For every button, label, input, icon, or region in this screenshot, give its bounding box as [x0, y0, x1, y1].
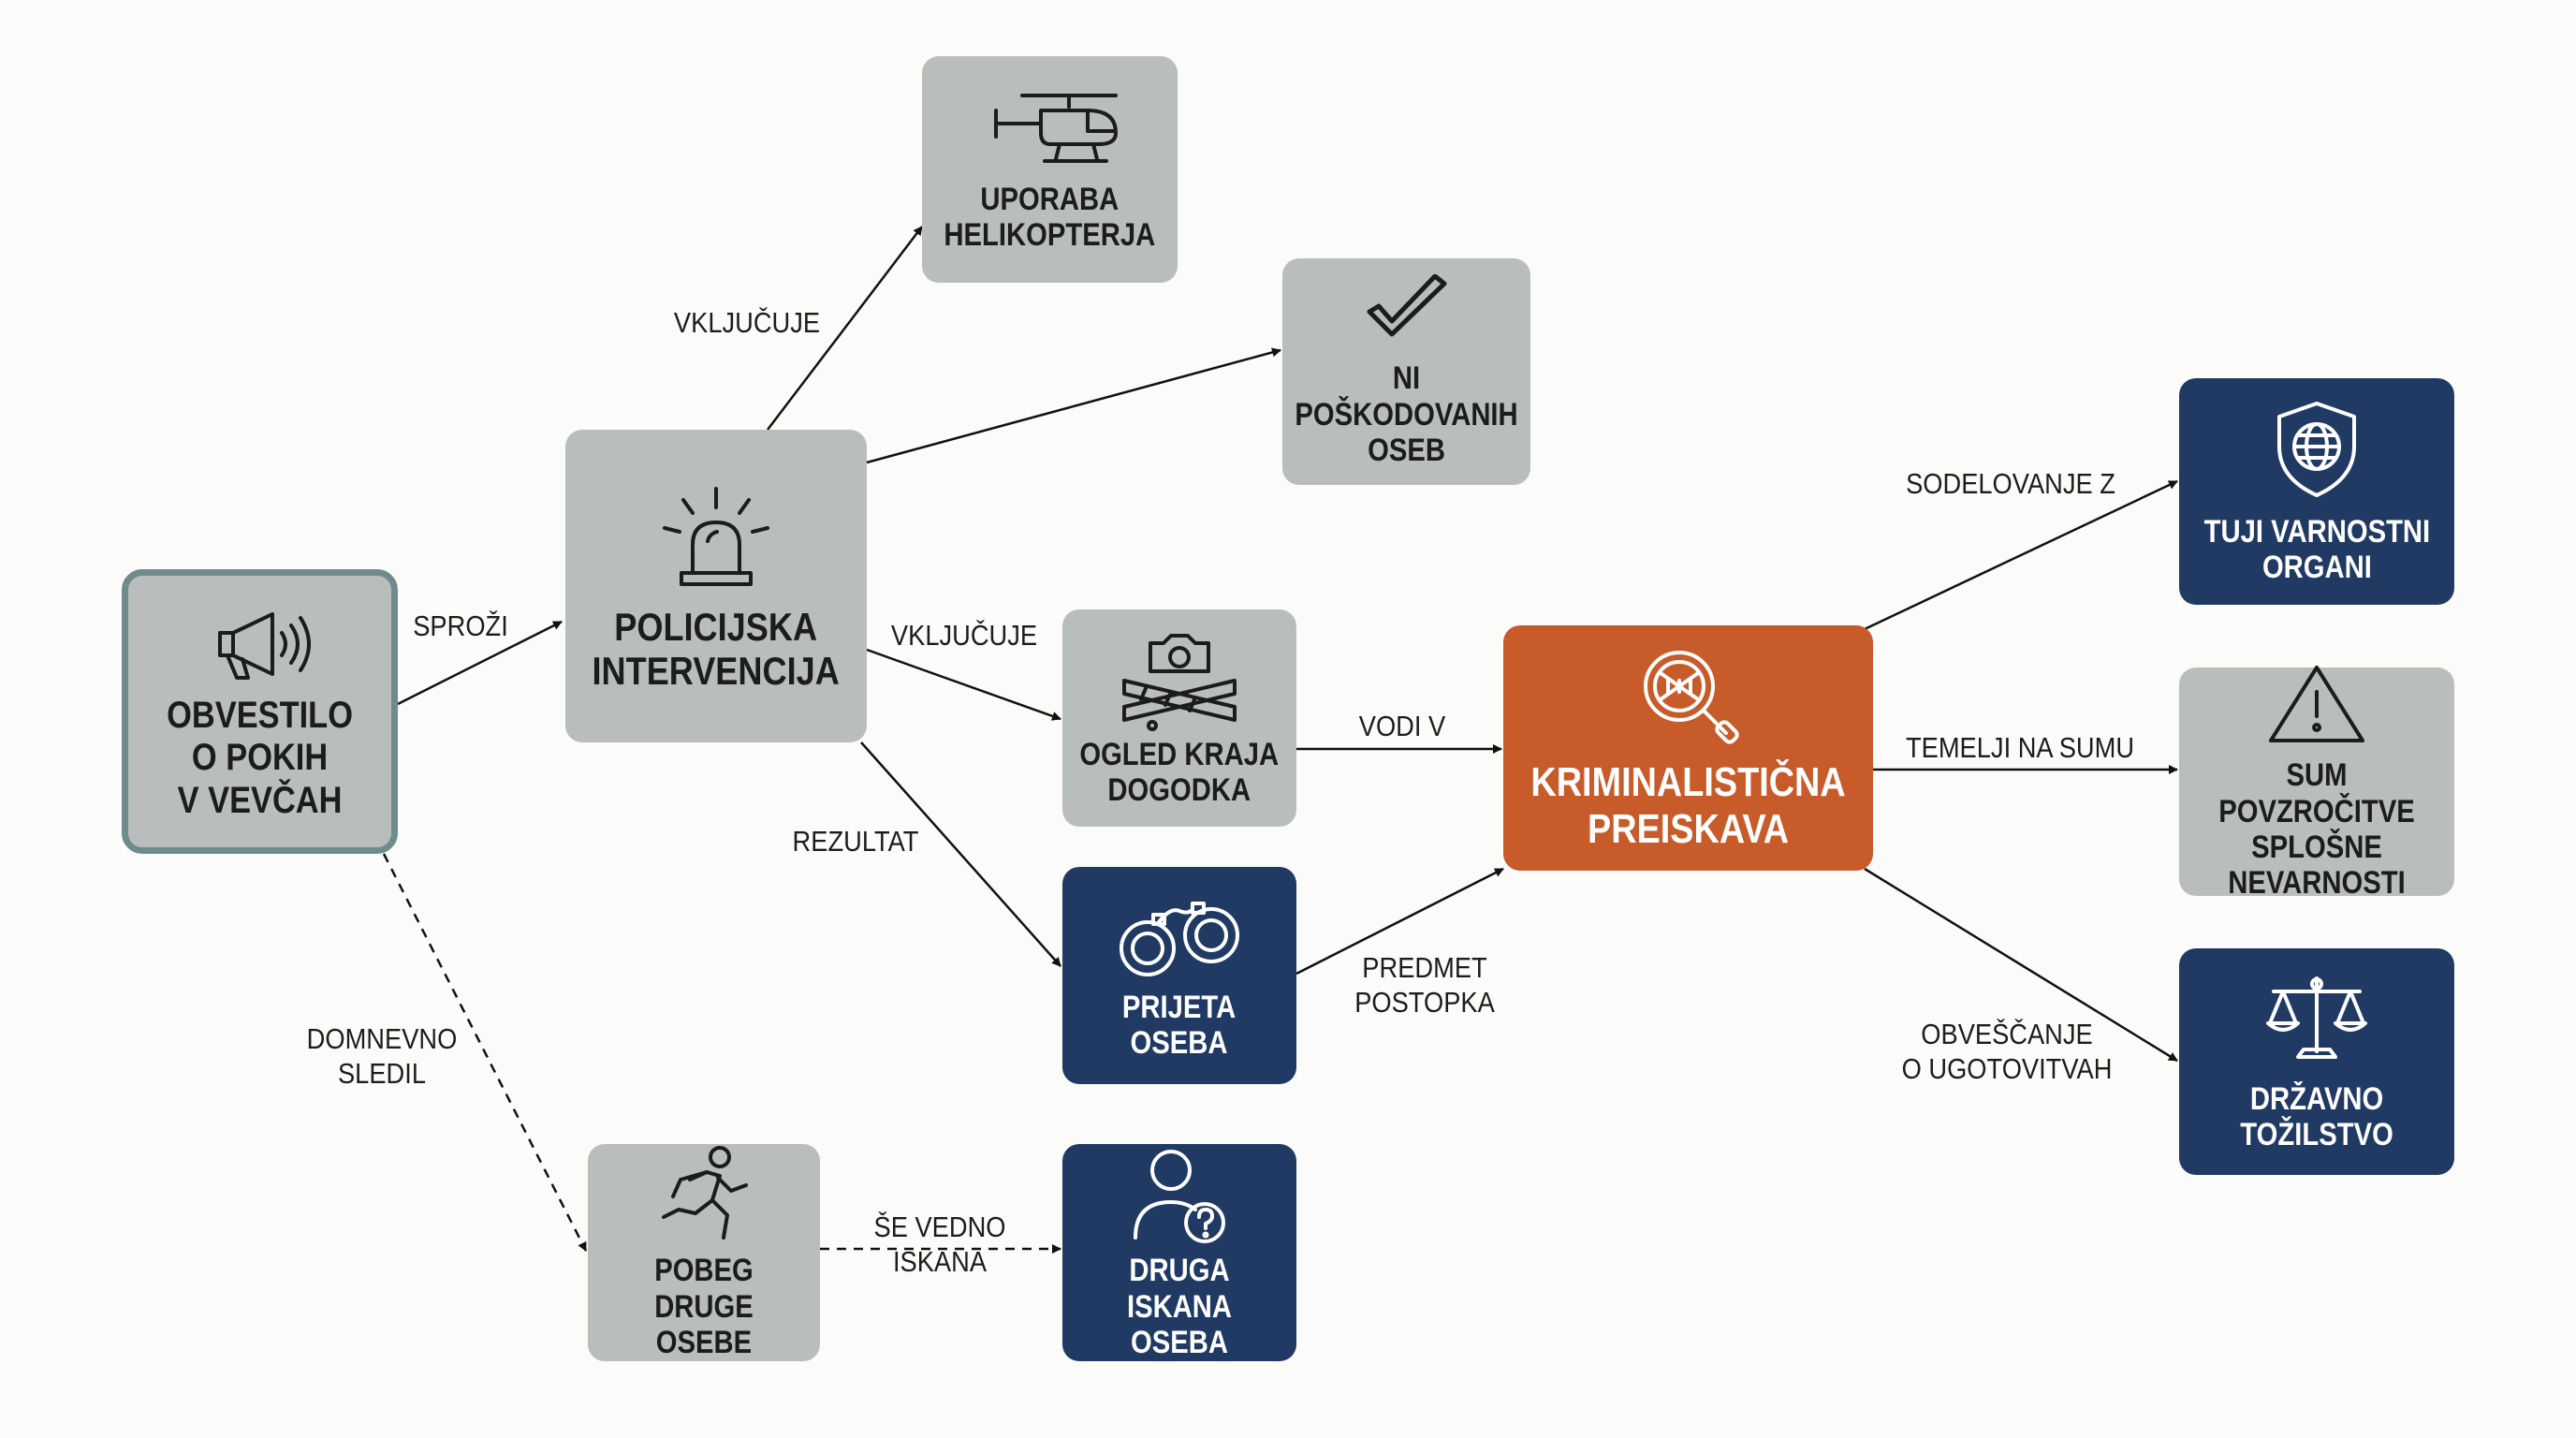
node-label: TUJI VARNOSTNI ORGANI [2203, 513, 2430, 585]
node-label: POBEG DRUGE OSEBE [654, 1253, 754, 1361]
edge-domnevno-sledil [382, 853, 588, 1252]
edge-sodelovanje-z [1864, 479, 2178, 631]
checkmark-icon [1360, 274, 1454, 349]
police-siren-icon [655, 479, 777, 592]
node-ogled-kraja-dogodka[interactable]: OGLED KRAJA DOGODKA [1062, 609, 1296, 827]
node-label: OBVESTILO O POKIH V VEVČAH [167, 695, 353, 821]
edge-label-obvescanje-o-ugotovitvah: OBVEŠČANJE O UGOTOVITVAH [1901, 1018, 2113, 1086]
edge-label-sodelovanje-z: SODELOVANJE Z [1906, 467, 2115, 500]
node-policijska-intervencija[interactable]: POLICIJSKA INTERVENCIJA [565, 430, 867, 742]
shield-globe-icon [2270, 398, 2364, 501]
node-label: NI POŠKODOVANIH OSEB [1295, 360, 1518, 469]
node-ni-poskodovanih-oseb[interactable]: NI POŠKODOVANIH OSEB [1282, 258, 1530, 485]
node-uporaba-helikopterja[interactable]: UPORABA HELIKOPTERJA [922, 56, 1178, 283]
helicopter-icon [975, 86, 1125, 170]
person-question-icon [1128, 1144, 1231, 1247]
node-label: DRŽAVNO TOŽILSTVO [2240, 1080, 2393, 1152]
edge-obvescanje [1864, 867, 2178, 1063]
edge-vkljucuje-heli [767, 226, 923, 431]
edge-label-rezultat: REZULTAT [792, 825, 919, 858]
node-pobeg-druge-osebe[interactable]: POBEG DRUGE OSEBE [588, 1144, 820, 1361]
edge-label-se-vedno-iskana: ŠE VEDNO ISKANA [873, 1211, 1006, 1279]
warning-triangle-icon [2265, 662, 2368, 746]
node-druga-iskana-oseba[interactable]: DRUGA ISKANA OSEBA [1062, 1144, 1296, 1361]
scales-icon [2261, 971, 2373, 1064]
node-kriminalisticna-preiskava[interactable]: KRIMINALISTIČNA PREISKAVA [1503, 625, 1873, 871]
node-label: POLICIJSKA INTERVENCIJA [592, 604, 841, 693]
handcuffs-icon [1114, 890, 1245, 984]
edge-label-domnevno-sledil: DOMNEVNO SLEDIL [306, 1022, 458, 1091]
edge-rezultat [860, 741, 1061, 967]
edge-label-temelji-na-sumu: TEMELJI NA SUMU [1905, 731, 2135, 764]
megaphone-icon [199, 601, 321, 685]
dna-magnifier-icon [1632, 643, 1745, 746]
edge-ni-poskodovanih [866, 347, 1281, 464]
edge-label-sprozi: SPROŽI [413, 609, 508, 642]
node-obvestilo[interactable]: OBVESTILO O POKIH V VEVČAH [122, 569, 398, 854]
edge-vkljucuje-ogled [866, 648, 1061, 721]
node-label: SUM POVZROČITVE SPLOŠNE NEVARNOSTI [2218, 757, 2415, 902]
node-tuji-varnostni-organi[interactable]: TUJI VARNOSTNI ORGANI [2179, 378, 2454, 605]
node-prijeta-oseba[interactable]: PRIJETA OSEBA [1062, 867, 1296, 1084]
edge-label-vkljucuje-ogled: VKLJUČUJE [890, 619, 1038, 652]
node-label: PRIJETA OSEBA [1122, 989, 1237, 1061]
node-sum-povzrocitve-splosne-nevarnosti[interactable]: SUM POVZROČITVE SPLOŠNE NEVARNOSTI [2179, 666, 2454, 901]
edge-label-vodi-v: VODI V [1358, 710, 1446, 742]
node-drzavno-tozilstvo[interactable]: DRŽAVNO TOŽILSTVO [2179, 948, 2454, 1175]
node-label: UPORABA HELIKOPTERJA [944, 181, 1156, 253]
edge-predmet-postopka [1295, 867, 1504, 976]
running-person-icon [652, 1144, 755, 1247]
edge-sprozi [397, 620, 563, 706]
edge-label-vkljucuje-helikopter: VKLJUČUJE [673, 306, 821, 339]
node-label: OGLED KRAJA DOGODKA [1079, 736, 1280, 808]
node-label: DRUGA ISKANA OSEBA [1126, 1253, 1233, 1361]
crime-scene-camera-icon [1119, 628, 1240, 731]
node-label: KRIMINALISTIČNA PREISKAVA [1530, 759, 1846, 852]
edge-label-predmet-postopka: PREDMET POSTOPKA [1354, 951, 1495, 1020]
